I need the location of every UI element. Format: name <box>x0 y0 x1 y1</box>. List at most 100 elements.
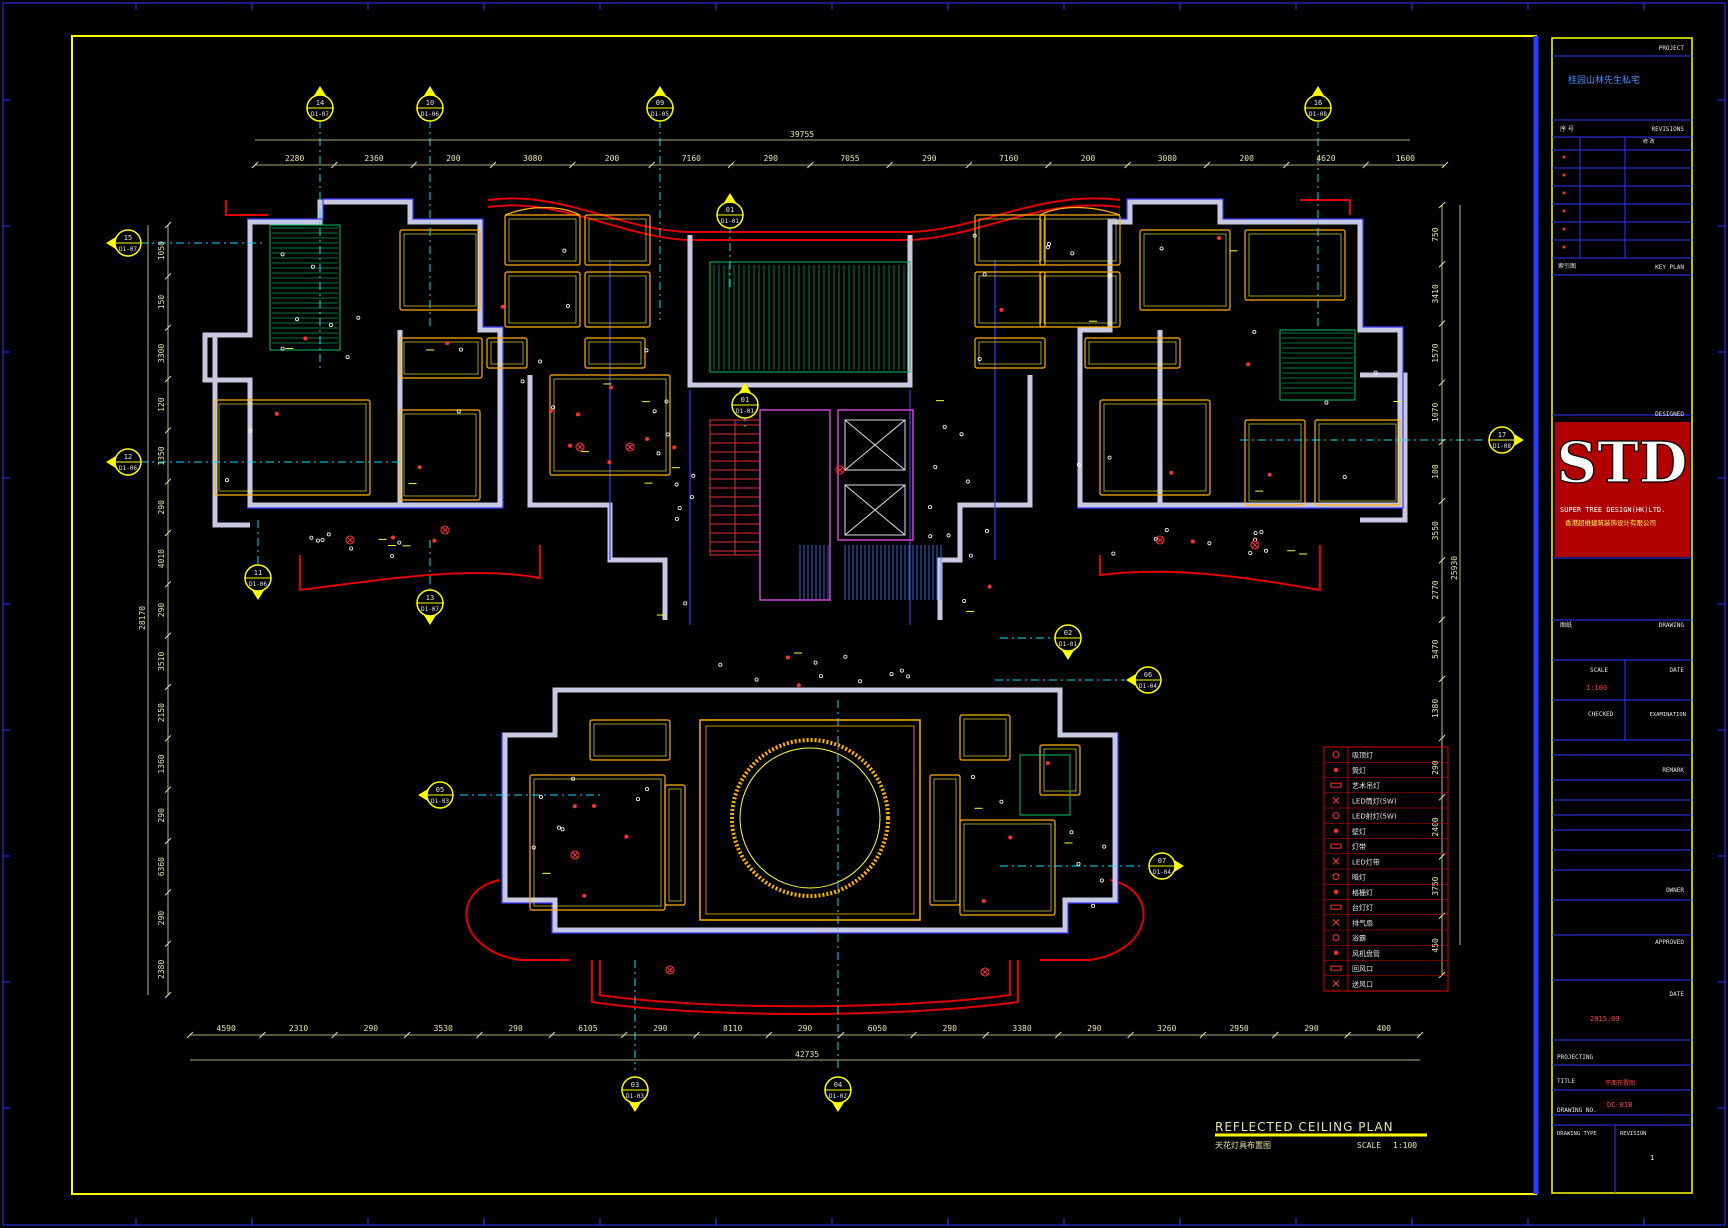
downlight <box>1207 541 1212 546</box>
downlight <box>818 674 823 679</box>
spotlight <box>608 385 613 390</box>
legend-label: LED灯带 <box>1352 857 1380 866</box>
dim-tick <box>1344 1031 1352 1039</box>
tb-projecting-label: PROJECTING <box>1557 1054 1594 1061</box>
dim-value: 2950 <box>1229 1024 1248 1033</box>
dim-tick <box>886 161 894 169</box>
downlight <box>1076 861 1081 866</box>
dim-tick <box>330 161 338 169</box>
spotlight <box>1045 761 1050 766</box>
dim-tick <box>1438 557 1446 564</box>
dome-ceiling <box>699 719 921 921</box>
dim-value: 7055 <box>840 154 859 163</box>
spotlight <box>274 411 279 416</box>
dim-tick <box>164 426 172 434</box>
spotlight <box>575 412 580 417</box>
ceiling-panel <box>584 337 646 369</box>
section-marker-number: 13 <box>426 594 434 602</box>
ceiling-panel-inner <box>403 233 477 307</box>
ceiling-panel-inner <box>490 341 524 365</box>
tb-revisions-label: REVISIONS <box>1651 126 1684 133</box>
ceiling-panel <box>1039 744 1081 796</box>
elevator-frames <box>759 409 914 601</box>
downlight <box>843 654 848 659</box>
ceiling-panel-inner <box>1043 275 1117 324</box>
dim-tick <box>1438 675 1446 683</box>
dim-tick <box>1438 379 1446 387</box>
walls <box>202 199 1408 933</box>
section-marker-number: 04 <box>834 1081 842 1089</box>
total-height-left: 28170 <box>138 606 147 630</box>
dim-value: 1570 <box>1431 343 1440 362</box>
dim-tick <box>727 161 735 169</box>
ceiling-panel-inner <box>1318 423 1397 502</box>
dim-value: 750 <box>1431 227 1440 242</box>
downlight <box>326 532 331 537</box>
dim-value: 3380 <box>1012 1024 1031 1033</box>
dim-value: 290 <box>922 154 937 163</box>
dim-tick <box>1282 161 1290 169</box>
dim-tick <box>1438 320 1446 327</box>
dim-value: 290 <box>942 1024 957 1033</box>
pendant-light-cross <box>576 443 584 451</box>
ceiling-panel-inner <box>1103 403 1207 492</box>
dim-tick <box>1438 201 1446 209</box>
dim-value: 2310 <box>289 1024 308 1033</box>
dim-tick <box>164 529 172 537</box>
spotlight <box>568 443 573 448</box>
ceiling-panel-inner <box>403 413 477 497</box>
ceiling-panel <box>589 719 671 761</box>
wall-edges <box>247 198 1404 934</box>
downlight <box>959 432 964 437</box>
spotlight <box>672 445 677 450</box>
ceiling-panel-inner <box>963 823 1052 912</box>
ceiling-panel-inner <box>218 403 367 492</box>
section-marker-number: 01 <box>741 396 749 404</box>
tb-keyplan-cn: 索引图 <box>1558 262 1576 270</box>
legend-label: 排气扇 <box>1352 918 1373 927</box>
dim-tick <box>1199 1031 1207 1039</box>
downlight <box>754 677 759 682</box>
downlight <box>562 248 567 253</box>
downlight <box>280 252 285 257</box>
spotlight <box>417 465 422 470</box>
dim-value: 100 <box>1431 464 1440 479</box>
dim-value: 400 <box>1377 1024 1392 1033</box>
dim-value: 6050 <box>868 1024 887 1033</box>
drawing-subtitle: 天花灯具布置图 <box>1215 1140 1271 1150</box>
downlight <box>551 405 556 410</box>
dim-value: 7160 <box>999 154 1018 163</box>
tb-title-value: 平面布置图 <box>1605 1079 1635 1087</box>
section-marker-ref: D1-03 <box>431 798 449 805</box>
dim-tick <box>1438 260 1446 268</box>
section-marker-ref: D1-02 <box>829 1093 847 1100</box>
dim-value: 7160 <box>682 154 701 163</box>
downlight <box>664 399 669 404</box>
pendant-light <box>345 535 355 545</box>
downlight <box>1324 400 1329 405</box>
dim-tick <box>1438 912 1446 920</box>
dim-value: 1070 <box>1431 402 1440 421</box>
dim-tick <box>648 161 656 169</box>
dim-tick <box>1124 161 1132 169</box>
legend-symbol <box>1332 858 1340 865</box>
section-marker-number: 03 <box>631 1081 639 1089</box>
dim-value: 2380 <box>157 960 166 979</box>
ceiling-panel-inner <box>553 378 667 472</box>
ceiling-panel-inner <box>588 275 647 324</box>
dim-tick <box>1441 161 1449 169</box>
downlight <box>972 233 977 238</box>
section-marker-number: 01 <box>726 206 734 214</box>
ceiling-panel <box>1244 419 1306 506</box>
dim-value: 290 <box>1304 1024 1319 1033</box>
downlight <box>977 357 982 362</box>
ceiling-panel-inner <box>588 218 647 262</box>
drawing-title: REFLECTED CEILING PLAN <box>1215 1120 1394 1134</box>
section-marker-ref: D1-08 <box>1493 443 1511 450</box>
